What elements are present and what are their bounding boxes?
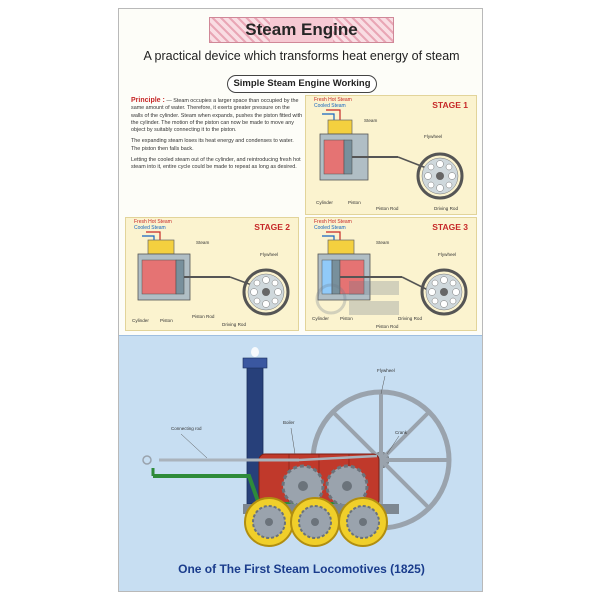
principle-paragraph-3: Letting the cooled steam out of the cyli… bbox=[131, 157, 301, 171]
stage-2-cylinder-label: Cylinder bbox=[132, 318, 149, 323]
principle-text: Principle : — Steam occupies a larger sp… bbox=[131, 97, 303, 176]
locomotive-panel: Flywheel Connecting rod Boiler Crank bbox=[119, 335, 482, 591]
poster-subtitle: A practical device which transforms heat… bbox=[143, 49, 460, 63]
legend-cool: Cooled Steam bbox=[134, 225, 166, 231]
locomotive-illustration bbox=[142, 347, 452, 547]
stage-2-steam-label: Steam bbox=[196, 240, 210, 245]
stage-3-title: STAGE 3 bbox=[432, 222, 468, 232]
locomotive-connecting-rod-label: Connecting rod bbox=[171, 426, 202, 431]
banner-hatch-left bbox=[210, 18, 270, 42]
legend-cool: Cooled Steam bbox=[314, 103, 346, 109]
stage-3-panel: Fresh Hot Steam Cooled Steam STAGE 3 bbox=[305, 217, 477, 331]
title-banner bbox=[209, 17, 394, 43]
legend-hot: Fresh Hot Steam bbox=[134, 219, 172, 225]
section-heading: Simple Steam Engine Working bbox=[227, 75, 377, 93]
stage-3-driving-rod-label: Driving Rod bbox=[398, 316, 422, 321]
principle-paragraph-1: — Steam occupies a larger space than occ… bbox=[131, 98, 303, 134]
principle-paragraph-2: The expanding steam loses its heat energ… bbox=[131, 138, 294, 152]
stage-3-cylinder-label: Cylinder bbox=[312, 316, 329, 321]
poster-title: Steam Engine bbox=[245, 20, 358, 39]
stage-1-piston-label: Piston bbox=[348, 200, 361, 205]
stage-2-flywheel-label: Flywheel bbox=[260, 252, 279, 257]
locomotive-caption: One of The First Steam Locomotives (1825… bbox=[178, 562, 425, 576]
stage-1-steam-label: Steam bbox=[364, 118, 378, 123]
stage-3-engine-diagram bbox=[317, 231, 468, 316]
banner-hatch-right bbox=[333, 18, 393, 42]
stage-2-panel: Fresh Hot Steam Cooled Steam STAGE 2 S bbox=[125, 217, 299, 331]
stage-3-piston-label: Piston bbox=[340, 316, 353, 321]
stage-1-piston-rod-label: Piston Rod bbox=[376, 206, 399, 211]
stage-1-driving-rod-label: Driving Rod bbox=[434, 206, 458, 211]
stage-2-title: STAGE 2 bbox=[254, 222, 290, 232]
stage-1-legend: Fresh Hot Steam Cooled Steam bbox=[314, 97, 352, 109]
stage-1-engine-diagram bbox=[319, 109, 464, 200]
stage-1-panel: Fresh Hot Steam Cooled Steam STAGE 1 S bbox=[305, 95, 477, 215]
legend-hot: Fresh Hot Steam bbox=[314, 97, 352, 103]
locomotive-crank-label: Crank bbox=[395, 430, 408, 435]
legend-cool: Cooled Steam bbox=[314, 225, 346, 231]
stage-2-piston-rod-label: Piston Rod bbox=[192, 314, 215, 319]
stage-2-engine-diagram bbox=[137, 231, 290, 316]
stage-3-piston-rod-label: Piston Rod bbox=[376, 324, 399, 329]
stage-1-flywheel-label: Flywheel bbox=[424, 134, 443, 139]
stage-3-legend: Fresh Hot Steam Cooled Steam bbox=[314, 219, 352, 231]
stage-2-driving-rod-label: Driving Rod bbox=[222, 322, 246, 327]
poster: Steam Engine A practical device which tr… bbox=[118, 8, 483, 592]
locomotive-boiler-label: Boiler bbox=[283, 420, 295, 425]
legend-hot: Fresh Hot Steam bbox=[314, 219, 352, 225]
stage-3-steam-label: Steam bbox=[376, 240, 390, 245]
stage-2-legend: Fresh Hot Steam Cooled Steam bbox=[134, 219, 172, 231]
stage-1-title: STAGE 1 bbox=[432, 100, 468, 110]
watermark-logo bbox=[315, 281, 399, 315]
stage-2-piston-label: Piston bbox=[160, 318, 173, 323]
stage-3-flywheel-label: Flywheel bbox=[438, 252, 457, 257]
locomotive-flywheel-label: Flywheel bbox=[377, 368, 395, 373]
stage-1-cylinder-label: Cylinder bbox=[316, 200, 333, 205]
principle-label: Principle : bbox=[131, 97, 165, 104]
